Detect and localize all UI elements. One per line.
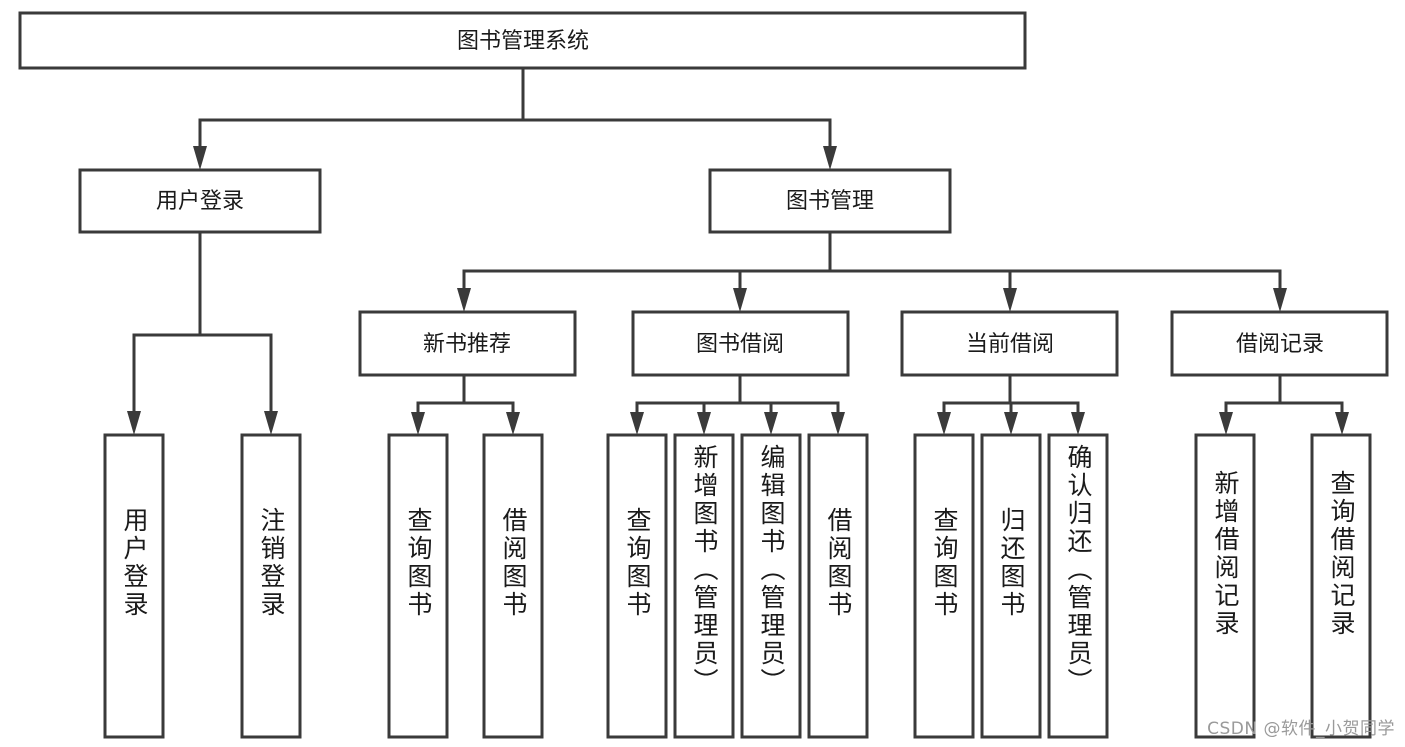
arrow-to-leaf-query-book-1 [411,412,425,435]
arrow-to-leaf-query-record [1335,412,1349,435]
edges-root-to-level1 [193,66,837,170]
leaf-user-login-box[interactable] [103,433,165,739]
edges-borrow-record-to-leaves [1219,373,1349,435]
node-book-manage-label: 图书管理 [786,189,874,214]
node-borrow-record[interactable]: 借阅记录 [1170,310,1389,377]
arrow-to-leaf-user-login [127,411,141,435]
watermark-text: CSDN @软件_小贺同学 [1207,719,1395,739]
node-root[interactable]: 图书管理系统 [18,11,1027,70]
node-book-borrow-box[interactable] [631,310,850,377]
leaf-return-book-box[interactable] [980,433,1042,739]
arrow-to-leaf-add-record [1219,412,1233,435]
node-user-login-label: 用户登录 [156,189,244,214]
leaf-query-book-1-box[interactable] [387,433,449,739]
node-borrow-record-label: 借阅记录 [1236,332,1324,357]
edges-current-borrow-to-leaves [937,373,1085,435]
node-new-book-rec-box[interactable] [358,310,577,377]
arrow-to-borrow-record [1273,288,1287,312]
arrow-to-leaf-query-book-3 [937,412,951,435]
leaf-confirm-return-box[interactable] [1047,433,1109,739]
arrow-to-leaf-query-book-2 [630,412,644,435]
arrow-to-leaf-add-book [697,412,711,435]
leaf-add-record-box[interactable] [1194,433,1256,739]
node-current-borrow-box[interactable] [900,310,1119,377]
leaf-boxes [103,433,1372,739]
arrow-to-leaf-confirm-return [1071,412,1085,435]
node-root-box[interactable] [18,11,1027,70]
arrow-to-book-manage [823,146,837,170]
arrow-to-leaf-borrow-book-2 [831,412,845,435]
arrow-to-leaf-edit-book [764,412,778,435]
arrow-to-current-borrow [1003,288,1017,312]
node-new-book-rec[interactable]: 新书推荐 [358,310,577,377]
leaf-query-book-2-box[interactable] [606,433,668,739]
arrow-to-leaf-borrow-book-1 [506,412,520,435]
arrow-to-leaf-logout-login [264,411,278,435]
arrow-to-book-borrow [733,288,747,312]
leaf-borrow-book-1-box[interactable] [482,433,544,739]
leaf-logout-login-box[interactable] [240,433,302,739]
edges-book-borrow-to-leaves [630,373,845,435]
leaf-query-record-box[interactable] [1310,433,1372,739]
arrow-to-leaf-return-book [1004,412,1018,435]
edges-book-manage-to-level2 [457,230,1287,312]
node-user-login-box[interactable] [78,168,322,234]
arrow-to-user-login [193,146,207,170]
node-book-manage[interactable]: 图书管理 [708,168,952,234]
edges-user-login-to-leaves [127,230,278,435]
node-book-borrow-label: 图书借阅 [696,332,784,357]
arrow-to-new-book-rec [457,288,471,312]
leaf-edit-book-box[interactable] [740,433,802,739]
node-root-label: 图书管理系统 [457,29,589,54]
node-book-manage-box[interactable] [708,168,952,234]
leaf-query-book-3-box[interactable] [913,433,975,739]
node-new-book-rec-label: 新书推荐 [423,332,511,357]
leaf-borrow-book-2-box[interactable] [807,433,869,739]
leaf-add-book-box[interactable] [673,433,735,739]
node-book-borrow[interactable]: 图书借阅 [631,310,850,377]
node-current-borrow[interactable]: 当前借阅 [900,310,1119,377]
node-user-login[interactable]: 用户登录 [78,168,322,234]
edges-new-book-rec-to-leaves [411,373,520,435]
node-borrow-record-box[interactable] [1170,310,1389,377]
node-current-borrow-label: 当前借阅 [966,332,1054,357]
